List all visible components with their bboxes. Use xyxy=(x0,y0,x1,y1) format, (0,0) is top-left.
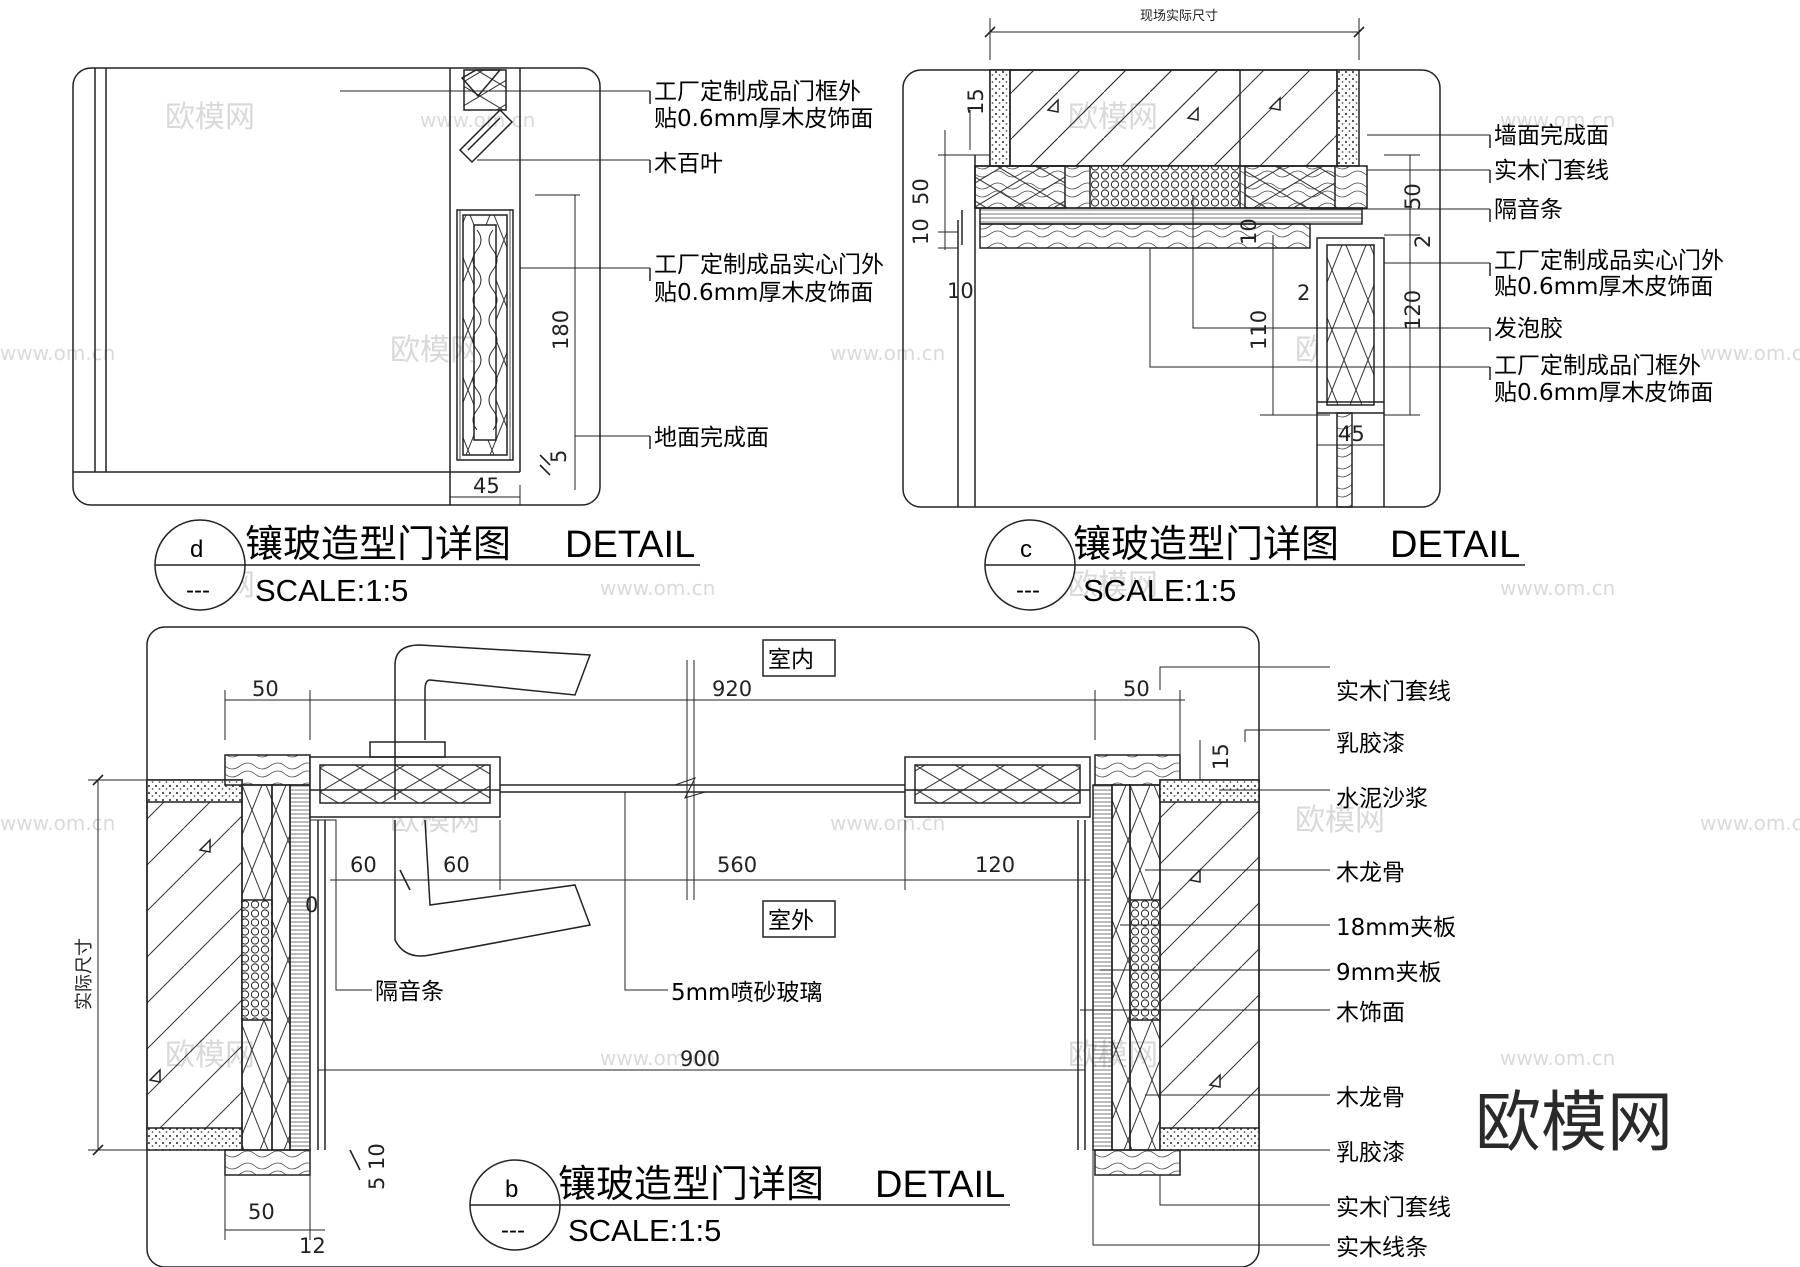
svg-text:www.om.cn: www.om.cn xyxy=(0,811,115,835)
label-d-floor: 地面完成面 xyxy=(654,425,769,451)
bubble-d-dash: --- xyxy=(186,577,210,604)
detail-b xyxy=(88,626,1330,1267)
bubble-d-letter: d xyxy=(190,536,203,563)
dim-c-2a: 2 xyxy=(1297,281,1310,305)
dim-b-900: 900 xyxy=(680,1047,720,1071)
dim-c-50a: 50 xyxy=(909,178,933,205)
louver-slats xyxy=(458,69,514,164)
detail-d xyxy=(72,67,651,506)
dim-b-60b: 60 xyxy=(443,853,470,877)
label-b-ply9: 9mm夹板 xyxy=(1336,960,1441,986)
label-c-door-1: 工厂定制成品实心门外 xyxy=(1494,248,1724,274)
title-b-en: DETAIL xyxy=(875,1164,1005,1206)
label-b-indoor: 室内 xyxy=(768,647,814,673)
dim-b-120: 120 xyxy=(975,853,1015,877)
solid-door-section xyxy=(456,209,514,461)
dim-c-top: 现场实际尺寸 xyxy=(1140,9,1218,24)
svg-text:欧模网: 欧模网 xyxy=(1295,803,1385,838)
dim-b-side: 实际尺寸 xyxy=(74,938,95,1010)
label-b-casing-top: 实木门套线 xyxy=(1336,679,1451,705)
dim-b-12: 12 xyxy=(299,1234,326,1258)
label-d-frame-1: 工厂定制成品门框外 xyxy=(654,79,861,105)
bubble-b-dash: --- xyxy=(501,1217,525,1244)
scale-d: SCALE:1:5 xyxy=(255,573,408,608)
label-b-glass: 5mm喷砂玻璃 xyxy=(671,980,822,1006)
title-block-b: b --- 镶玻造型门详图 DETAIL SCALE:1:5 xyxy=(469,1159,1010,1251)
svg-text:www.om.cn: www.om.cn xyxy=(1700,811,1800,835)
label-b-strip: 实木线条 xyxy=(1336,1235,1428,1261)
label-b-seal: 隔音条 xyxy=(375,979,444,1005)
dim-d-180: 180 xyxy=(549,310,573,350)
title-c: 镶玻造型门详图 xyxy=(1073,522,1339,566)
svg-text:www.om.cn: www.om.cn xyxy=(1700,341,1800,365)
title-c-en: DETAIL xyxy=(1390,524,1520,566)
label-c-door-2: 贴0.6mm厚木皮饰面 xyxy=(1494,274,1713,300)
dim-d-5: 5 xyxy=(547,450,571,463)
dim-c-10b: 10 xyxy=(947,279,974,303)
title-b: 镶玻造型门详图 xyxy=(558,1162,824,1206)
detail-d-frame xyxy=(72,67,601,506)
label-b-latex-top: 乳胶漆 xyxy=(1336,731,1405,757)
svg-text:www.om.cn: www.om.cn xyxy=(0,341,115,365)
label-d-door-1: 工厂定制成品实心门外 xyxy=(654,252,884,278)
dim-c-10a: 10 xyxy=(909,218,933,245)
dim-c-120: 120 xyxy=(1401,290,1425,330)
detail-c xyxy=(902,18,1491,508)
dim-c-50b: 50 xyxy=(1401,183,1425,210)
svg-text:www.om.cn: www.om.cn xyxy=(1500,576,1615,600)
dim-b-10: 10 xyxy=(365,1143,389,1170)
label-b-latex-bottom: 乳胶漆 xyxy=(1336,1140,1405,1166)
dim-c-15: 15 xyxy=(964,88,988,115)
label-d-louver: 木百叶 xyxy=(654,151,723,177)
svg-text:www.om.cn: www.om.cn xyxy=(420,108,535,132)
svg-text:欧模网: 欧模网 xyxy=(165,100,255,135)
bubble-c-letter: c xyxy=(1020,536,1032,563)
label-b-keel-bottom: 木龙骨 xyxy=(1336,1085,1405,1111)
dim-d-45: 45 xyxy=(473,474,500,498)
svg-text:www.om.cn: www.om.cn xyxy=(1500,108,1615,132)
scale-b: SCALE:1:5 xyxy=(568,1213,721,1248)
svg-text:www.om.cn: www.om.cn xyxy=(600,1046,715,1070)
dim-c-10c: 10 xyxy=(1237,218,1261,245)
svg-text:www.om.cn: www.om.cn xyxy=(830,341,945,365)
label-b-casing-bottom: 实木门套线 xyxy=(1336,1195,1451,1221)
dim-c-2b: 2 xyxy=(1411,235,1435,248)
label-b-veneer: 木饰面 xyxy=(1336,1000,1405,1026)
label-c-seal: 隔音条 xyxy=(1494,197,1563,223)
label-d-frame-2: 贴0.6mm厚木皮饰面 xyxy=(654,106,873,132)
label-c-casing: 实木门套线 xyxy=(1494,158,1609,184)
svg-text:欧模网: 欧模网 xyxy=(1068,568,1158,603)
svg-text:www.om.cn: www.om.cn xyxy=(1500,1046,1615,1070)
dim-b-15: 15 xyxy=(1209,743,1233,770)
label-b-mortar: 水泥沙浆 xyxy=(1336,786,1428,812)
label-d-door-2: 贴0.6mm厚木皮饰面 xyxy=(654,280,873,306)
label-c-foam: 发泡胶 xyxy=(1494,316,1563,342)
title-block-d: d --- 镶玻造型门详图 DETAIL SCALE:1:5 xyxy=(154,519,700,611)
svg-text:www.om.cn: www.om.cn xyxy=(600,576,715,600)
brand-watermark: 欧模网 xyxy=(1475,1084,1673,1161)
dim-b-50c: 50 xyxy=(248,1200,275,1224)
dim-c-45: 45 xyxy=(1338,422,1365,446)
label-b-outdoor: 室外 xyxy=(768,908,814,934)
title-block-c: c --- 镶玻造型门详图 DETAIL SCALE:1:5 xyxy=(984,519,1525,611)
dim-b-560: 560 xyxy=(717,853,757,877)
dim-b-0: 0 xyxy=(305,893,318,917)
dim-b-50a: 50 xyxy=(252,677,279,701)
label-c-wall: 墙面完成面 xyxy=(1494,123,1609,149)
dim-b-60a: 60 xyxy=(350,853,377,877)
title-d-en: DETAIL xyxy=(565,524,695,566)
dim-b-5: 5 xyxy=(365,1177,389,1190)
label-c-frame-1: 工厂定制成品门框外 xyxy=(1494,353,1701,379)
dim-b-920: 920 xyxy=(712,677,752,701)
scale-c: SCALE:1:5 xyxy=(1083,573,1236,608)
label-c-frame-2: 贴0.6mm厚木皮饰面 xyxy=(1494,380,1713,406)
label-b-keel-top: 木龙骨 xyxy=(1336,860,1405,886)
bubble-c-dash: --- xyxy=(1016,577,1040,604)
title-d: 镶玻造型门详图 xyxy=(245,522,511,566)
dim-b-50b: 50 xyxy=(1123,677,1150,701)
label-b-ply18: 18mm夹板 xyxy=(1336,915,1456,941)
bubble-b-letter: b xyxy=(505,1176,518,1203)
dim-c-110: 110 xyxy=(1247,310,1271,350)
